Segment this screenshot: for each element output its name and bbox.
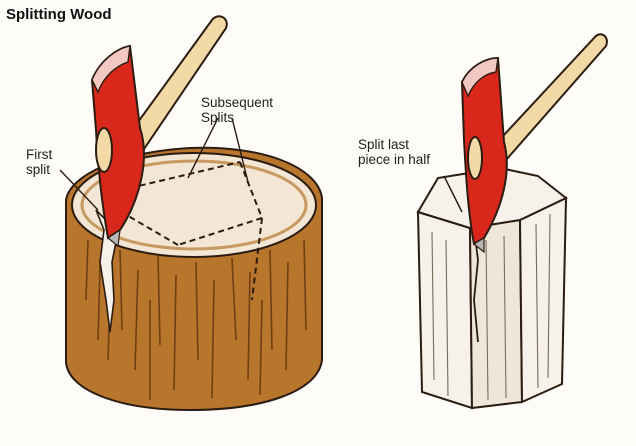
axe-left-eye [95, 127, 113, 173]
axe-right-handle [488, 33, 608, 162]
axe-right-blade-tip [472, 236, 485, 254]
label-first-split-line-2: split [26, 162, 51, 177]
block-front-left [416, 210, 474, 410]
label-first-split: First split [26, 147, 52, 177]
label-subsequent-splits: Subsequent Splits [201, 95, 273, 125]
label-split-last-line-1: Split last [358, 137, 410, 152]
diagram-title: Splitting Wood [6, 6, 112, 23]
label-first-split-line-1: First [26, 147, 53, 162]
label-split-last-piece: Split last piece in half [358, 137, 430, 167]
block-grain [431, 213, 551, 401]
axe-left [90, 15, 228, 248]
label-split-last-line-2: piece in half [358, 152, 431, 167]
axe-right-edge [461, 57, 499, 98]
label-subsequent-splits-line-2: Splits [201, 110, 235, 125]
axe-left-blade-tip [106, 228, 121, 248]
stump-rim [80, 159, 308, 251]
axe-left-handle [123, 15, 228, 154]
block-front-right [518, 196, 568, 404]
axe-right-eye [467, 136, 483, 180]
leader-line-right [443, 175, 463, 213]
block-front-mid [468, 218, 524, 410]
split-block-illustration [416, 166, 568, 410]
leader-lines-left [59, 117, 249, 211]
axe-right [460, 33, 608, 254]
label-subsequent-splits-line-1: Subsequent [201, 95, 274, 110]
bark-texture [85, 239, 307, 400]
axe-left-edge [91, 45, 131, 94]
